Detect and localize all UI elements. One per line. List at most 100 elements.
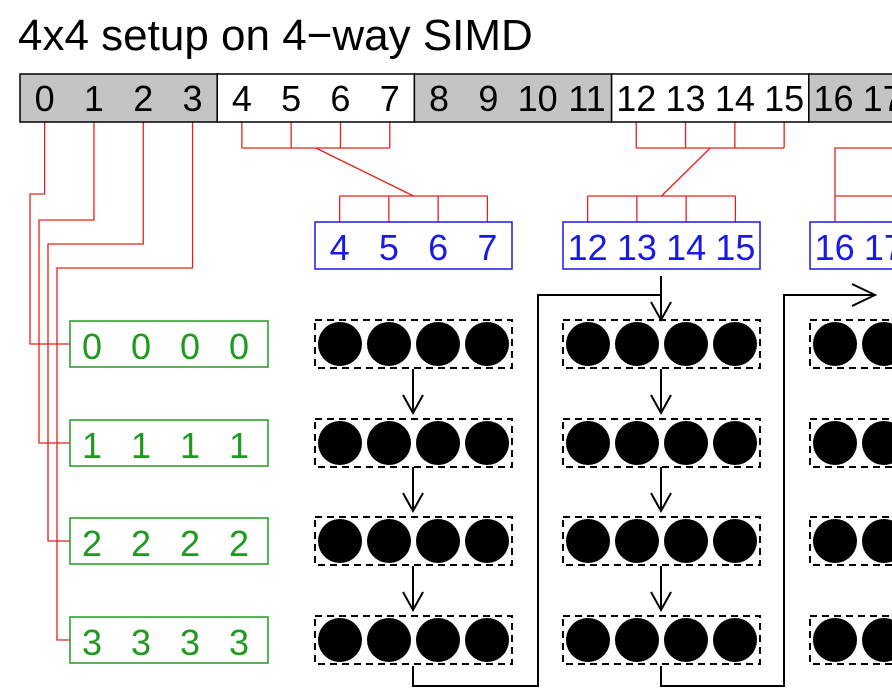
vector-register <box>809 221 892 270</box>
flow-arrowhead <box>402 394 424 416</box>
accumulator-box <box>314 516 513 566</box>
flow-arrowhead <box>402 492 424 514</box>
loaded-vectors: 45671213141516171819 <box>314 221 892 270</box>
flow-arrowhead <box>650 394 672 416</box>
accumulator-box <box>314 615 513 665</box>
combiner-diagonal <box>661 147 711 197</box>
accumulator-dot <box>615 421 659 465</box>
vector-value: 7 <box>477 227 497 268</box>
vector-value: 17 <box>864 227 892 268</box>
memory-cell-value: 14 <box>715 78 755 119</box>
broadcast-value: 0 <box>229 326 249 367</box>
vector-value: 4 <box>330 227 350 268</box>
broadcast-connector <box>47 122 144 542</box>
accumulator-dot <box>566 322 610 366</box>
broadcast-connector <box>56 122 194 641</box>
broadcast-value: 3 <box>229 622 249 663</box>
memory-cell-value: 4 <box>232 78 252 119</box>
accumulator-dot <box>318 322 362 366</box>
vector-register <box>562 221 761 270</box>
accumulator-dot <box>367 322 411 366</box>
broadcast-value: 2 <box>180 523 200 564</box>
accumulator-dot <box>664 322 708 366</box>
flow-path <box>412 294 661 687</box>
accumulator-dot <box>615 322 659 366</box>
accumulator-dot <box>713 519 757 563</box>
broadcast-register <box>69 517 269 565</box>
vector-value: 5 <box>379 227 399 268</box>
accumulator-dot <box>416 322 460 366</box>
accumulator-dot <box>367 421 411 465</box>
accumulator-dot <box>416 618 460 662</box>
broadcast-value: 3 <box>180 622 200 663</box>
flow-arrowhead <box>851 283 878 307</box>
memory-cell-value: 7 <box>380 78 400 119</box>
memory-group <box>808 73 892 123</box>
memory-cell-value: 16 <box>813 78 853 119</box>
memory-strip: 01234567891011121314151617 <box>19 73 892 123</box>
accumulator-dot <box>416 519 460 563</box>
accumulator-dot <box>465 322 509 366</box>
vector-value: 6 <box>428 227 448 268</box>
memory-cell-value: 12 <box>616 78 656 119</box>
memory-group <box>19 73 218 123</box>
memory-cell-value: 17 <box>863 78 892 119</box>
accumulator-dot <box>318 519 362 563</box>
memory-cell-value: 2 <box>133 78 153 119</box>
accumulator-dot <box>566 421 610 465</box>
vector-register <box>314 221 513 270</box>
accumulator-grid <box>314 276 892 687</box>
connector-lines <box>29 122 892 641</box>
accumulator-dot <box>465 519 509 563</box>
memory-cell-value: 11 <box>568 78 605 119</box>
accumulator-dot <box>465 421 509 465</box>
broadcast-value: 2 <box>131 523 151 564</box>
flow-arrowhead <box>650 492 672 514</box>
accumulator-dot <box>318 618 362 662</box>
accumulator-box <box>314 319 513 369</box>
combiner-bus <box>834 147 892 222</box>
memory-cell-value: 8 <box>429 78 449 119</box>
broadcast-connector <box>38 122 95 444</box>
accumulator-dot <box>713 421 757 465</box>
broadcast-value: 0 <box>180 326 200 367</box>
accumulator-dot <box>615 618 659 662</box>
accumulator-box <box>562 418 761 468</box>
accumulator-dot <box>813 322 857 366</box>
accumulator-box <box>562 516 761 566</box>
memory-cell-value: 0 <box>35 78 55 119</box>
memory-cell-value: 3 <box>183 78 203 119</box>
accumulator-dot <box>713 322 757 366</box>
broadcast-value: 1 <box>229 425 249 466</box>
accumulator-dot <box>416 421 460 465</box>
accumulator-dot <box>615 519 659 563</box>
flow-arrowhead <box>650 301 672 323</box>
accumulator-dot <box>318 421 362 465</box>
broadcast-connector <box>29 122 70 345</box>
combiner-diagonal <box>315 147 414 197</box>
accumulator-dot <box>664 421 708 465</box>
memory-cell-value: 10 <box>518 78 558 119</box>
diagram-title: 4x4 setup on 4−way SIMD <box>18 11 533 60</box>
memory-cell-value: 1 <box>84 78 104 119</box>
accumulator-dot <box>367 618 411 662</box>
memory-group <box>413 73 613 123</box>
broadcast-value: 1 <box>180 425 200 466</box>
accumulator-dot <box>664 519 708 563</box>
memory-cell-value: 13 <box>666 78 706 119</box>
broadcast-value: 0 <box>131 326 151 367</box>
accumulator-dot <box>664 618 708 662</box>
flow-arrowhead <box>650 591 672 613</box>
accumulator-dot <box>813 618 857 662</box>
broadcast-value: 1 <box>82 425 102 466</box>
accumulator-dot <box>566 618 610 662</box>
broadcast-register <box>69 616 269 664</box>
vector-value: 14 <box>666 227 706 268</box>
memory-cell-value: 15 <box>764 78 804 119</box>
memory-cell-value: 5 <box>281 78 301 119</box>
broadcast-register <box>69 419 269 467</box>
memory-group <box>610 73 810 123</box>
accumulator-dot <box>813 519 857 563</box>
